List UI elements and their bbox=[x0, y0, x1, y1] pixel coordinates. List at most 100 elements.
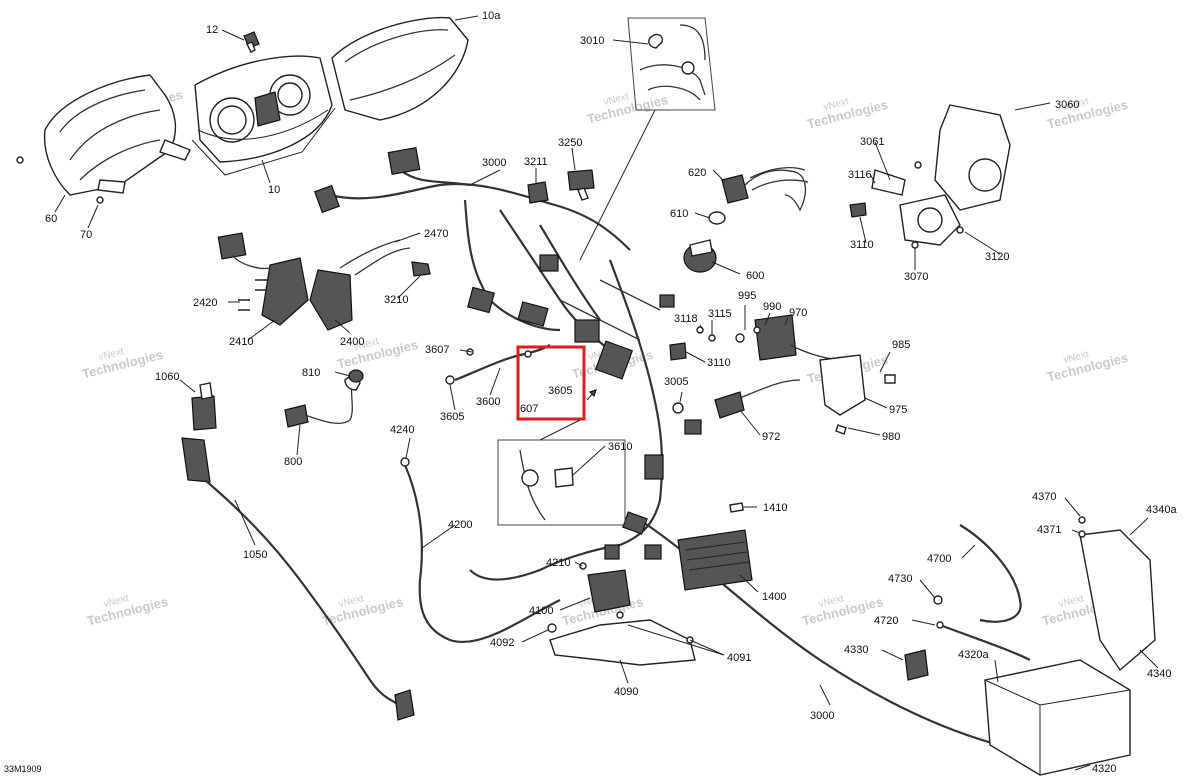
callout-4092: 4092 bbox=[490, 637, 514, 649]
callout-3110: 3110 bbox=[707, 357, 731, 369]
callout-3115: 3115 bbox=[708, 308, 732, 320]
leader-lines bbox=[54, 15, 1159, 771]
callout-3610: 3610 bbox=[608, 441, 632, 453]
inset-3610 bbox=[497, 419, 626, 526]
callout-3250: 3250 bbox=[558, 137, 582, 149]
callout-3120: 3120 bbox=[985, 251, 1009, 263]
callout-1060: 1060 bbox=[155, 371, 179, 383]
callout-3210: 3210 bbox=[384, 294, 408, 306]
callout-620: 620 bbox=[688, 167, 706, 179]
part-4210 bbox=[579, 562, 587, 570]
part-800-harness bbox=[284, 376, 361, 428]
callout-12: 12 bbox=[206, 24, 218, 36]
callout-4090: 4090 bbox=[614, 686, 638, 698]
part-3005 bbox=[672, 402, 684, 414]
part-3600-cable bbox=[445, 344, 551, 385]
watermark: vNext Technologies bbox=[85, 593, 169, 628]
part-3060-group bbox=[849, 104, 1011, 249]
cluster-fasteners bbox=[16, 156, 104, 204]
part-4100-relay bbox=[587, 569, 631, 613]
part-3211 bbox=[527, 181, 549, 204]
callout-980: 980 bbox=[882, 431, 900, 443]
callout-3000-bottom: 3000 bbox=[810, 710, 834, 722]
callout-3005: 3005 bbox=[664, 376, 688, 388]
callout-4371: 4371 bbox=[1037, 524, 1061, 536]
part-4330 bbox=[904, 649, 929, 681]
callout-3110-right: 3110 bbox=[850, 239, 874, 251]
part-810 bbox=[348, 369, 364, 383]
callout-2400: 2400 bbox=[340, 336, 364, 348]
callout-4240: 4240 bbox=[390, 424, 414, 436]
callout-3605-left: 3605 bbox=[440, 411, 464, 423]
callout-4700: 4700 bbox=[927, 553, 951, 565]
callout-4320a: 4320a bbox=[958, 649, 989, 661]
watermark: vNext Technologies bbox=[335, 336, 419, 371]
part-970-group bbox=[735, 314, 896, 435]
callout-800: 800 bbox=[284, 456, 302, 468]
callout-1400: 1400 bbox=[762, 591, 786, 603]
main-wiring-harness-3000 bbox=[314, 147, 1021, 752]
watermark: vNext Technologies bbox=[800, 593, 884, 628]
part-1410 bbox=[729, 502, 744, 513]
callout-3070: 3070 bbox=[904, 271, 928, 283]
part-4090-bracket bbox=[547, 611, 696, 666]
cluster-lens bbox=[331, 16, 469, 121]
callout-1050: 1050 bbox=[243, 549, 267, 561]
callout-3000-top: 3000 bbox=[482, 157, 506, 169]
callout-10a: 10a bbox=[482, 10, 501, 22]
callout-3607-left: 3607 bbox=[425, 344, 449, 356]
callout-2420: 2420 bbox=[193, 297, 217, 309]
callout-3010: 3010 bbox=[580, 35, 604, 47]
drawing-code: 33M1909 bbox=[4, 764, 42, 774]
callout-4210: 4210 bbox=[546, 557, 570, 569]
part-600 bbox=[683, 239, 717, 273]
part-1060-switch bbox=[181, 382, 217, 483]
part-4720-cable bbox=[933, 595, 1031, 661]
part-4700-cable bbox=[959, 524, 1022, 623]
cluster-rear-housing bbox=[43, 74, 191, 196]
callout-4330: 4330 bbox=[844, 644, 868, 656]
part-4320-battery bbox=[984, 659, 1131, 776]
callout-70: 70 bbox=[80, 229, 92, 241]
callout-3600: 3600 bbox=[476, 396, 500, 408]
callout-3061: 3061 bbox=[860, 136, 884, 148]
part-2400-group bbox=[217, 232, 411, 331]
callout-810: 810 bbox=[302, 367, 320, 379]
callout-990: 990 bbox=[763, 301, 781, 313]
callout-4730: 4730 bbox=[888, 573, 912, 585]
part-610 bbox=[708, 211, 726, 225]
callout-4320: 4320 bbox=[1092, 763, 1116, 775]
callout-3211: 3211 bbox=[524, 156, 548, 168]
part-1050-harness bbox=[204, 479, 415, 721]
callout-10: 10 bbox=[268, 184, 280, 196]
callout-4720: 4720 bbox=[874, 615, 898, 627]
callout-4370: 4370 bbox=[1032, 491, 1056, 503]
callout-4091: 4091 bbox=[727, 652, 751, 664]
callout-985: 985 bbox=[892, 339, 910, 351]
part-4200-cable bbox=[400, 457, 561, 643]
watermark: vNext Technologies bbox=[80, 346, 164, 381]
callout-60: 60 bbox=[45, 213, 57, 225]
callout-3605-box: 3605 bbox=[548, 385, 572, 397]
callout-3118: 3118 bbox=[674, 313, 698, 325]
callout-2410: 2410 bbox=[229, 336, 253, 348]
watermark: vNext Technologies bbox=[805, 96, 889, 131]
part-3250 bbox=[567, 169, 595, 201]
callout-labels: 12 10a 10 60 70 3010 3000 3211 3250 620 … bbox=[45, 10, 1177, 775]
part-4340-bracket bbox=[1078, 516, 1156, 672]
callout-975: 975 bbox=[889, 404, 907, 416]
part-3110-3118 bbox=[669, 326, 716, 361]
callout-970: 970 bbox=[789, 307, 807, 319]
cluster-display bbox=[194, 55, 333, 163]
highlight-box-3605 bbox=[516, 345, 586, 421]
watermark: vNext Technologies bbox=[1045, 349, 1129, 384]
callout-4100: 4100 bbox=[529, 605, 553, 617]
part-3210 bbox=[411, 261, 431, 277]
callout-995: 995 bbox=[738, 290, 756, 302]
callout-600: 600 bbox=[746, 270, 764, 282]
cluster-screw-12 bbox=[243, 31, 260, 53]
callout-4340a: 4340a bbox=[1146, 504, 1177, 516]
callout-2470: 2470 bbox=[424, 228, 448, 240]
callout-972: 972 bbox=[762, 431, 780, 443]
